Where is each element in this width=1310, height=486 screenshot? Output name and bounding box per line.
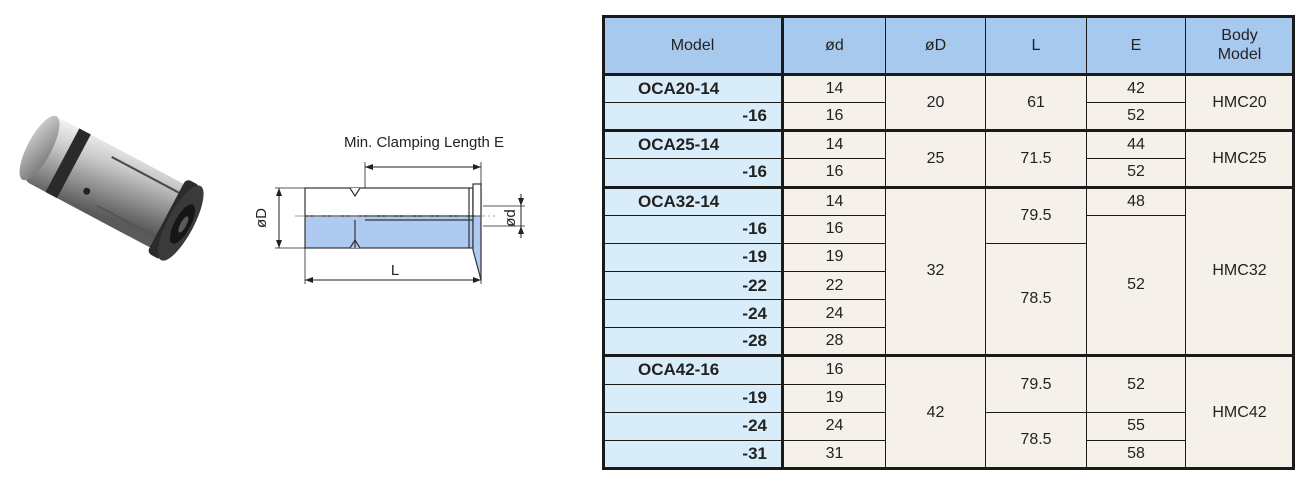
dim-D-label: øD xyxy=(253,208,270,228)
model-cell: -31 xyxy=(603,439,784,470)
collet-drawing: Min. Clamping Length E øD ød L xyxy=(253,134,525,284)
model-cell: OCA25-14 xyxy=(603,129,784,160)
table-header-row: Model ød øD L E Body Model xyxy=(603,16,1294,76)
E-cell: 52 xyxy=(1086,158,1186,188)
table-row: OCA32-14 14 32 79.5 48 HMC32 xyxy=(603,185,1294,357)
table-row: -24 24 78.5 55 xyxy=(603,411,1294,470)
dim-L-label: L xyxy=(391,262,399,279)
model-cell: OCA42-16 xyxy=(603,354,784,385)
E-cell: 44 xyxy=(1086,129,1186,160)
table-row: OCA20-14 14 20 61 42 HMC20 xyxy=(603,72,1294,132)
d-cell: 22 xyxy=(782,270,886,301)
E-cell: 55 xyxy=(1086,411,1186,441)
table-row: -19 19 xyxy=(603,383,1294,413)
collet-photo xyxy=(19,115,204,261)
header-body-model: Body Model xyxy=(1185,16,1294,76)
E-cell: 52 xyxy=(1086,102,1186,132)
d-cell: 19 xyxy=(782,383,886,413)
model-cell: -22 xyxy=(603,270,784,301)
L-cell: 61 xyxy=(985,72,1087,132)
L-cell: 79.5 xyxy=(985,354,1087,413)
E-cell: 52 xyxy=(1086,354,1186,413)
header-model: Model xyxy=(603,16,784,76)
table-row: -22 22 xyxy=(603,270,1294,301)
table-row: OCA25-14 14 25 71.5 44 HMC25 xyxy=(603,129,1294,188)
d-cell: 16 xyxy=(782,354,886,385)
L-cell: 78.5 xyxy=(985,411,1087,470)
d-cell: 16 xyxy=(782,214,886,244)
L-cell: 78.5 xyxy=(985,242,1087,357)
model-cell: -16 xyxy=(603,158,784,188)
dim-e-label: Min. Clamping Length E xyxy=(344,134,504,151)
header-L: L xyxy=(985,16,1087,76)
model-cell: -16 xyxy=(603,102,784,132)
d-cell: 19 xyxy=(782,242,886,272)
L-cell: 71.5 xyxy=(985,129,1087,188)
spec-table: Model ød øD L E Body Model OCA20-14 14 2… xyxy=(602,15,1295,470)
model-cell: -28 xyxy=(603,327,784,357)
header-D: øD xyxy=(885,16,986,76)
D-cell: 25 xyxy=(885,129,986,188)
table-row: -16 16 52 xyxy=(603,158,1294,188)
table-row: -28 28 xyxy=(603,327,1294,357)
L-cell: 79.5 xyxy=(985,185,1087,244)
D-cell: 32 xyxy=(885,185,986,357)
table-row: -19 19 78.5 xyxy=(603,242,1294,357)
body-model-cell: HMC42 xyxy=(1185,354,1294,469)
model-cell: OCA20-14 xyxy=(603,72,784,104)
d-cell: 14 xyxy=(782,185,886,216)
body-model-cell: HMC32 xyxy=(1185,185,1294,357)
dim-d-label: ød xyxy=(502,209,519,227)
d-cell: 24 xyxy=(782,411,886,441)
table-row: -31 31 58 xyxy=(603,439,1294,470)
E-cell: 42 xyxy=(1086,72,1186,104)
body-model-cell: HMC20 xyxy=(1185,72,1294,132)
collet-outline xyxy=(304,183,482,281)
D-cell: 20 xyxy=(885,72,986,132)
d-cell: 24 xyxy=(782,299,886,329)
d-cell: 28 xyxy=(782,327,886,357)
E-cell: 58 xyxy=(1086,439,1186,470)
model-cell: OCA32-14 xyxy=(603,185,784,216)
d-cell: 16 xyxy=(782,102,886,132)
d-cell: 16 xyxy=(782,158,886,188)
body-model-cell: HMC25 xyxy=(1185,129,1294,188)
header-body-line1: Body xyxy=(1221,27,1258,44)
header-body-line2: Model xyxy=(1217,46,1262,63)
table-row: -24 24 xyxy=(603,299,1294,329)
E-cell: 48 xyxy=(1086,185,1186,216)
table-row: -16 16 52 xyxy=(603,102,1294,132)
model-cell: -24 xyxy=(603,299,784,329)
model-cell: -19 xyxy=(603,242,784,272)
model-cell: -24 xyxy=(603,411,784,441)
D-cell: 42 xyxy=(885,354,986,469)
header-E: E xyxy=(1086,16,1186,76)
d-cell: 14 xyxy=(782,72,886,104)
model-cell: -16 xyxy=(603,214,784,244)
table-row: OCA42-16 16 42 79.5 52 HMC42 xyxy=(603,354,1294,469)
model-cell: -19 xyxy=(603,383,784,413)
d-cell: 31 xyxy=(782,439,886,470)
header-d: ød xyxy=(782,16,886,76)
d-cell: 14 xyxy=(782,129,886,160)
E-cell: 52 xyxy=(1086,214,1186,357)
